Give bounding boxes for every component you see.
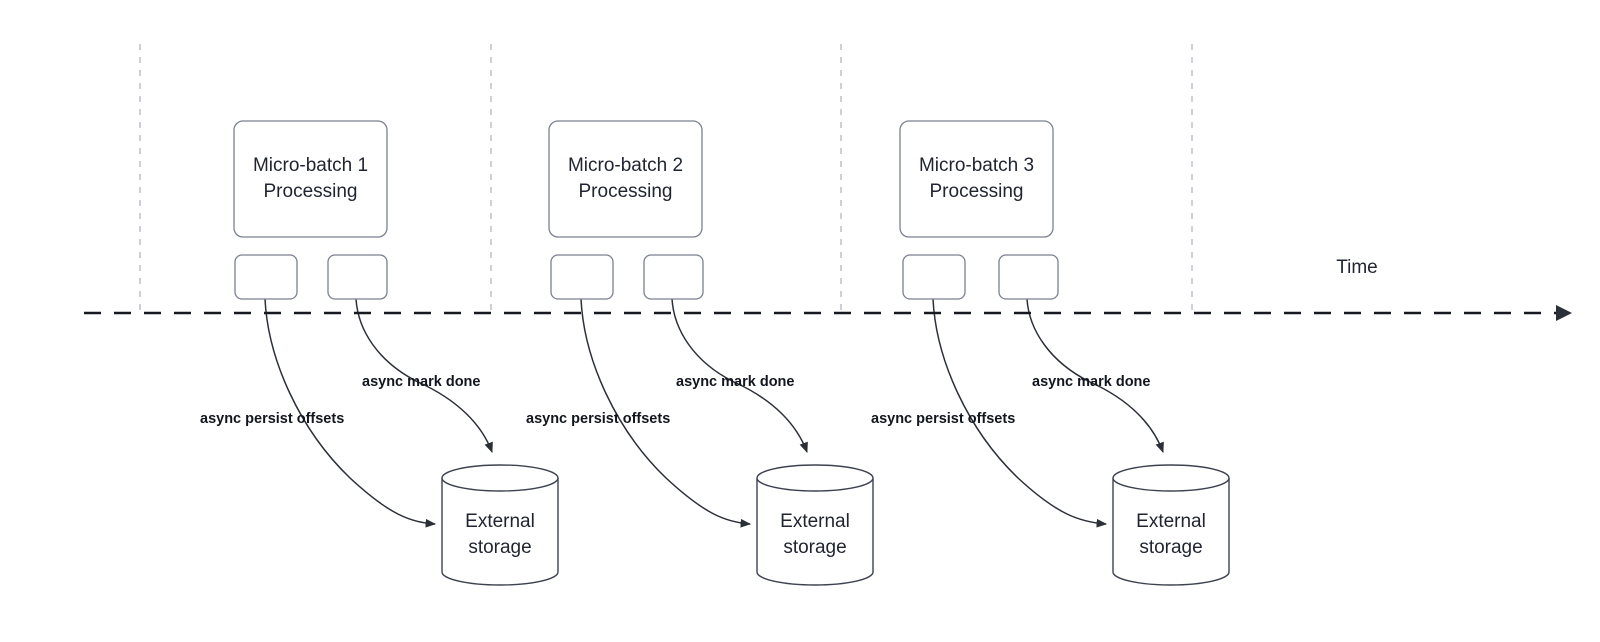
external-storage-label-line2: storage <box>783 537 846 558</box>
micro-batch-label-line2: Processing <box>264 181 358 202</box>
micro-batch-box[interactable] <box>548 120 703 238</box>
stub-persist-offsets[interactable] <box>902 254 966 300</box>
external-storage-label-line2: storage <box>1139 537 1202 558</box>
stub-persist-offsets[interactable] <box>550 254 614 300</box>
external-storage-label-line2: storage <box>468 537 531 558</box>
edge-mark-done-label: async mark done <box>362 374 480 390</box>
time-axis-arrowhead <box>1556 305 1572 321</box>
edge-mark-done-label: async mark done <box>1032 374 1150 390</box>
micro-batch-label-line2: Processing <box>579 181 673 202</box>
cylinder-body <box>1112 478 1230 586</box>
edge-mark-done <box>1026 298 1164 453</box>
time-axis <box>84 305 1572 321</box>
time-axis-label: Time <box>1336 257 1378 278</box>
flow-edges <box>264 298 1164 528</box>
micro-batch-label-line2: Processing <box>930 181 1024 202</box>
edge-mark-done-label: async mark done <box>676 374 794 390</box>
edge-persist-offsets-label: async persist offsets <box>526 411 670 427</box>
edge-persist-offsets <box>932 298 1108 528</box>
cylinder-top <box>756 464 874 492</box>
cylinder-top <box>441 464 559 492</box>
stub-mark-done[interactable] <box>998 254 1059 300</box>
edge-persist-offsets-label: async persist offsets <box>871 411 1015 427</box>
edge-persist-offsets-label: async persist offsets <box>200 411 344 427</box>
cylinder-body <box>441 478 559 586</box>
stub-mark-done[interactable] <box>643 254 704 300</box>
micro-batch-label-line1: Micro-batch 1 <box>253 155 368 176</box>
external-storage-label-line1: External <box>465 511 535 532</box>
edge-persist-offsets <box>264 298 437 528</box>
external-storage-label-line1: External <box>1136 511 1206 532</box>
process-nodes: Micro-batch 1ProcessingExternalstorageMi… <box>233 120 1230 586</box>
cylinder-body <box>756 478 874 586</box>
micro-batch-box[interactable] <box>899 120 1054 238</box>
micro-batch-label-line1: Micro-batch 3 <box>919 155 1034 176</box>
edge-persist-offsets <box>580 298 752 528</box>
micro-batch-box[interactable] <box>233 120 388 238</box>
stub-mark-done[interactable] <box>327 254 388 300</box>
micro-batch-label-line1: Micro-batch 2 <box>568 155 683 176</box>
cylinder-top <box>1112 464 1230 492</box>
edge-mark-done <box>355 298 493 453</box>
external-storage-label-line1: External <box>780 511 850 532</box>
edge-mark-done <box>671 298 808 453</box>
guide-lines <box>139 44 1193 313</box>
stub-persist-offsets[interactable] <box>234 254 298 300</box>
edge-labels: async persist offsets async mark done asyn… <box>200 257 1378 427</box>
